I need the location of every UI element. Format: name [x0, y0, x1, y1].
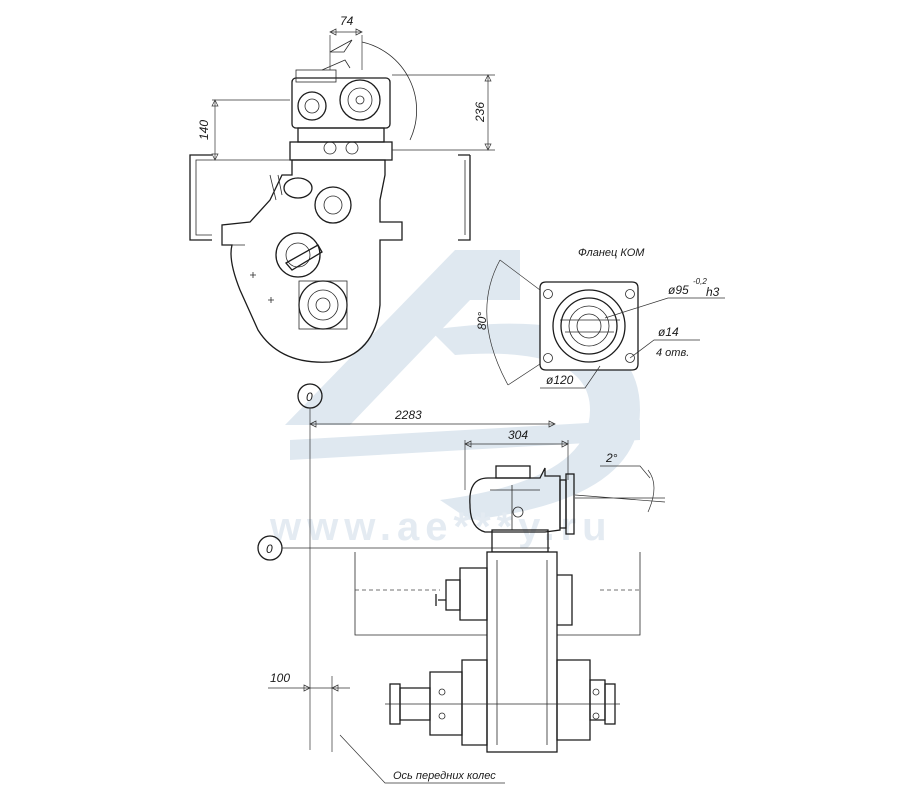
dim-14-label: ø14: [658, 325, 679, 339]
dimension-2deg: 2°: [574, 451, 666, 513]
dim-14-holes: 4 отв.: [656, 347, 689, 359]
dim-304-label: 304: [508, 428, 528, 442]
top-view: [189, 39, 471, 363]
dim-140-label: 140: [197, 120, 211, 140]
watermark-logo: www.ae***y.ru: [269, 250, 640, 549]
dim-95-fit: h3: [706, 285, 720, 299]
datum-top-label: 0: [306, 390, 313, 404]
dim-95-tolerance: -0,2: [693, 277, 707, 286]
flange-title: Фланец КОМ: [578, 247, 645, 259]
dimension-2283: 2283: [309, 408, 556, 428]
dim-74-label: 74: [340, 14, 354, 28]
dimension-304: 304: [464, 428, 569, 490]
dimension-100: 100: [268, 671, 350, 752]
datum-left-label: 0: [266, 542, 273, 556]
dimension-74: 74: [329, 14, 363, 70]
dimension-140: 140: [197, 99, 290, 161]
pto-flange-detail: Фланец КОМ 80° ø95 -0,2 h3 ø14 4 отв. ø1…: [475, 247, 725, 389]
dim-2deg-label: 2°: [605, 451, 618, 465]
dimension-236: 236: [392, 74, 495, 151]
dim-95-label: ø95: [668, 283, 689, 297]
dim-2283-label: 2283: [394, 408, 422, 422]
dim-80deg-label: 80°: [475, 312, 489, 330]
dim-236-label: 236: [473, 102, 487, 123]
front-axle-label: Ось передних колес: [393, 770, 496, 782]
watermark-text: www.ae***y.ru: [269, 505, 613, 549]
dim-100-label: 100: [270, 671, 290, 685]
gearbox-side-view: [354, 551, 641, 753]
dim-120-label: ø120: [546, 373, 574, 387]
front-axle-note: Ось передних колес: [339, 734, 505, 784]
